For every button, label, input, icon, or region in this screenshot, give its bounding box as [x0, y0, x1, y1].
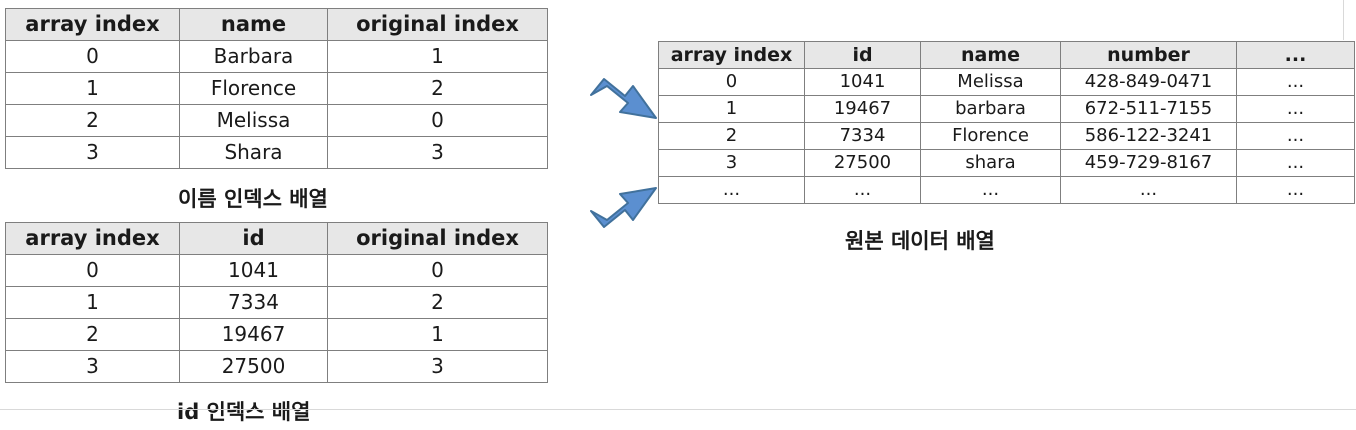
table-cell: Florence	[179, 72, 328, 105]
table-header-row: array index id original index	[5, 222, 548, 255]
table-cell: 672-511-7155	[1060, 95, 1237, 123]
table-cell: 0	[5, 254, 180, 287]
divider	[0, 409, 1356, 410]
id-index-caption: id 인덱스 배열	[177, 400, 311, 424]
table-row: 1 Florence 2	[5, 72, 548, 105]
column-header: number	[1060, 41, 1237, 69]
table-row: 2 Melissa 0	[5, 104, 548, 137]
table-cell: 3	[658, 149, 805, 177]
table-row: 0 1041 Melissa 428-849-0471 ...	[658, 68, 1355, 96]
table-cell: 1	[5, 72, 180, 105]
table-cell: ...	[804, 176, 921, 204]
table-cell: 7334	[179, 286, 328, 319]
table-row: 3 27500 shara 459-729-8167 ...	[658, 149, 1355, 177]
arrow-up-right-icon	[590, 187, 657, 228]
arrow-shape	[590, 187, 657, 228]
table-row: 2 19467 1	[5, 318, 548, 351]
original-data-table: array index id name number ... 0 1041 Me…	[658, 41, 1355, 204]
table-cell: 2	[327, 286, 548, 319]
arrow-down-right-icon	[590, 78, 657, 119]
table-cell: Melissa	[920, 68, 1061, 96]
table-cell: ...	[1236, 122, 1355, 150]
table-cell: 27500	[804, 149, 921, 177]
table-cell: 2	[5, 104, 180, 137]
table-cell: 3	[327, 136, 548, 169]
table-cell: 2	[327, 72, 548, 105]
table-row: 0 Barbara 1	[5, 40, 548, 73]
table-header-row: array index id name number ...	[658, 41, 1355, 69]
table-row: 0 1041 0	[5, 254, 548, 287]
table-cell: barbara	[920, 95, 1061, 123]
table-cell: 1041	[179, 254, 328, 287]
original-data-caption: 원본 데이터 배열	[845, 229, 995, 253]
table-cell: 27500	[179, 350, 328, 383]
table-row: ... ... ... ... ...	[658, 176, 1355, 204]
table-cell: 586-122-3241	[1060, 122, 1237, 150]
table-cell: 19467	[179, 318, 328, 351]
column-header: array index	[5, 222, 180, 255]
table-cell: 459-729-8167	[1060, 149, 1237, 177]
table-cell: ...	[920, 176, 1061, 204]
table-cell: 2	[5, 318, 180, 351]
table-cell: ...	[1236, 95, 1355, 123]
table-cell: 3	[5, 350, 180, 383]
column-header: array index	[658, 41, 805, 69]
table-cell: shara	[920, 149, 1061, 177]
column-header: name	[920, 41, 1061, 69]
table-cell: ...	[1236, 149, 1355, 177]
name-index-table: array index name original index 0 Barbar…	[5, 8, 548, 169]
arrow-shape	[590, 78, 657, 119]
table-cell: ...	[658, 176, 805, 204]
column-header: original index	[327, 8, 548, 41]
id-index-table: array index id original index 0 1041 0 1…	[5, 222, 548, 383]
table-cell: 3	[327, 350, 548, 383]
table-cell: 1	[658, 95, 805, 123]
table-cell: 2	[658, 122, 805, 150]
column-header: array index	[5, 8, 180, 41]
table-cell: 19467	[804, 95, 921, 123]
table-cell: 0	[658, 68, 805, 96]
table-cell: 1	[5, 286, 180, 319]
table-cell: Barbara	[179, 40, 328, 73]
column-header: original index	[327, 222, 548, 255]
column-header: id	[179, 222, 328, 255]
table-row: 3 27500 3	[5, 350, 548, 383]
table-cell: Shara	[179, 136, 328, 169]
table-cell: 428-849-0471	[1060, 68, 1237, 96]
table-cell: 0	[5, 40, 180, 73]
table-cell: ...	[1236, 68, 1355, 96]
column-header: ...	[1236, 41, 1355, 69]
name-index-caption: 이름 인덱스 배열	[178, 187, 328, 211]
table-cell: 1	[327, 318, 548, 351]
table-row: 1 19467 barbara 672-511-7155 ...	[658, 95, 1355, 123]
table-cell: 3	[5, 136, 180, 169]
table-cell: 0	[327, 254, 548, 287]
table-row: 1 7334 2	[5, 286, 548, 319]
table-cell: ...	[1236, 176, 1355, 204]
table-row: 3 Shara 3	[5, 136, 548, 169]
table-cell: 1	[327, 40, 548, 73]
table-cell: Florence	[920, 122, 1061, 150]
table-cell: 1041	[804, 68, 921, 96]
table-cell: ...	[1060, 176, 1237, 204]
table-header-row: array index name original index	[5, 8, 548, 41]
column-header: name	[179, 8, 328, 41]
divider	[1343, 0, 1344, 40]
table-cell: 7334	[804, 122, 921, 150]
table-row: 2 7334 Florence 586-122-3241 ...	[658, 122, 1355, 150]
column-header: id	[804, 41, 921, 69]
table-cell: 0	[327, 104, 548, 137]
table-cell: Melissa	[179, 104, 328, 137]
